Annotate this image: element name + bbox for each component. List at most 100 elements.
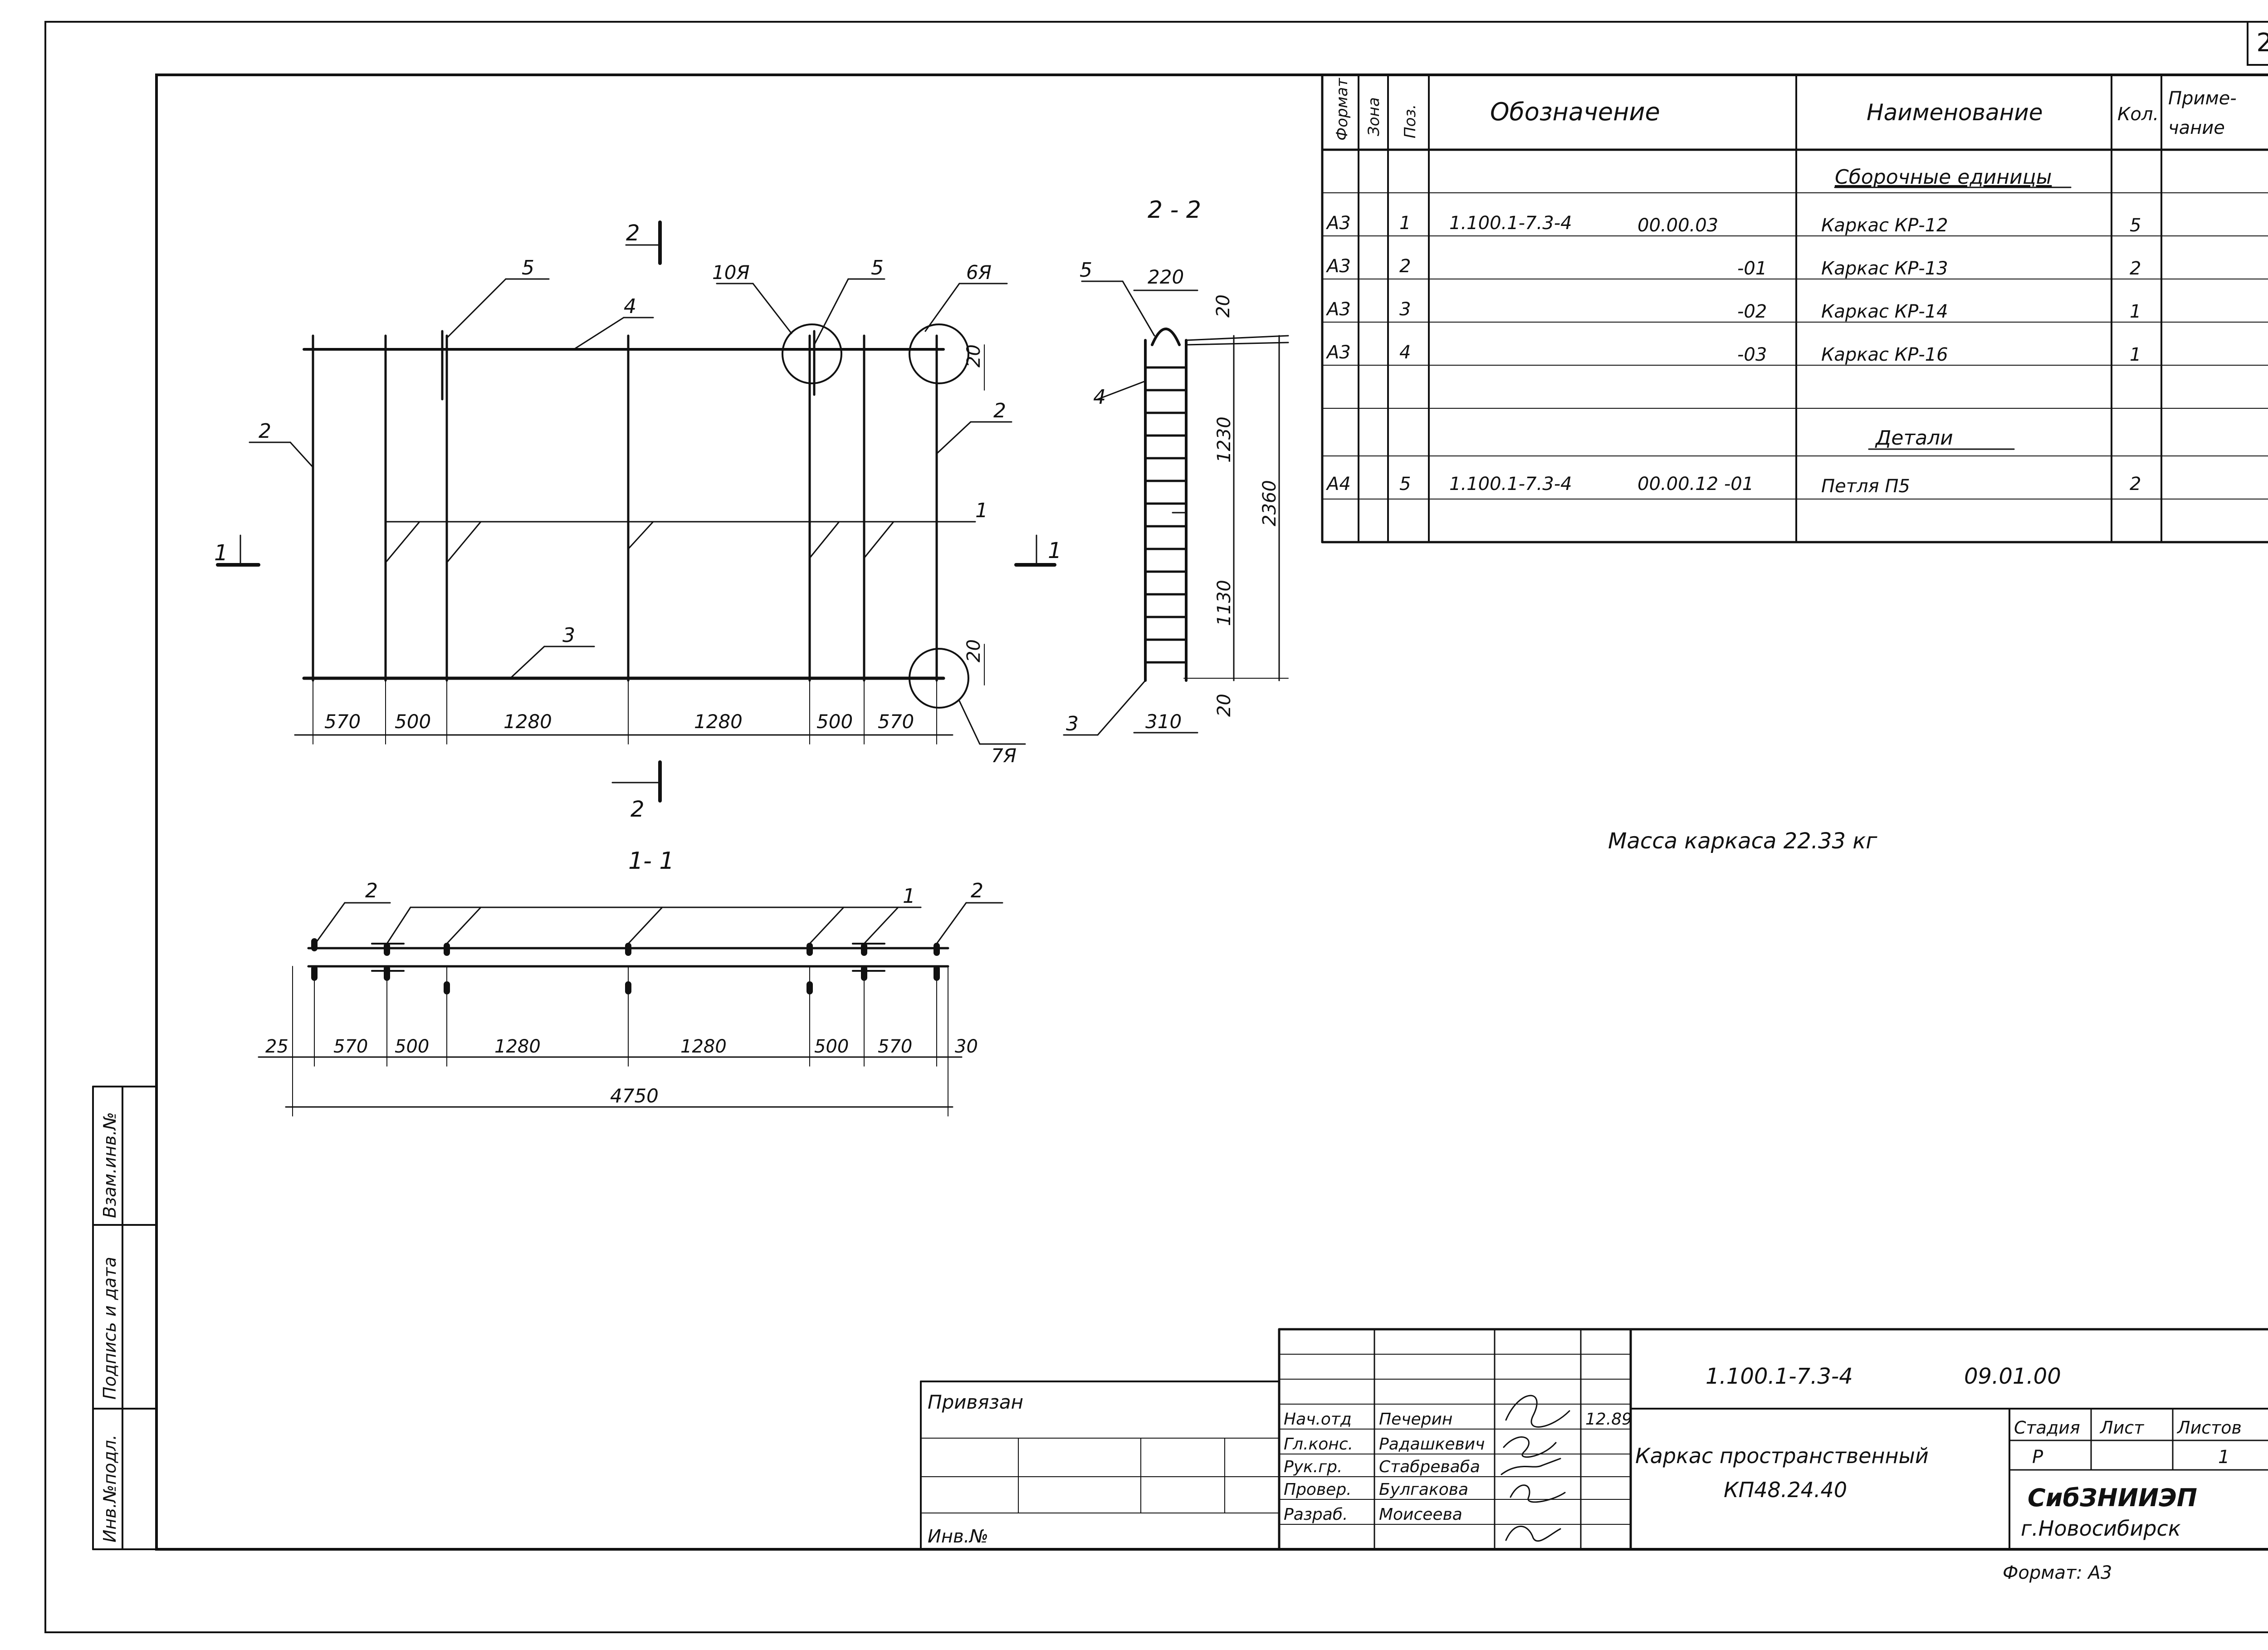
svg-text:00.00.03: 00.00.03	[1637, 215, 1718, 236]
svg-text:Петля П5: Петля П5	[1821, 476, 1910, 497]
section-label-1-right: 1	[1048, 538, 1062, 563]
title-stage-label: Стадия	[2014, 1418, 2080, 1438]
title-date: 12.89	[1585, 1410, 1632, 1429]
title-format: Формат: А3	[2003, 1562, 2112, 1583]
section22-rungs	[1144, 366, 1188, 664]
section22-bottom-dim: 310	[1145, 710, 1182, 733]
title-role: Разраб.	[1284, 1505, 1348, 1524]
section-label-2-bottom: 2	[631, 797, 645, 822]
dim-elev-1: 500	[395, 710, 431, 733]
svg-text:5: 5	[1399, 474, 1411, 495]
detail-circle-10	[782, 323, 842, 384]
title-inv-no: Инв.№	[928, 1526, 988, 1547]
spec-header-pos: Поз.	[1401, 104, 1419, 138]
spec-section-details: Детали	[1875, 426, 1953, 450]
title-drawing-line1: Каркас пространственный	[1635, 1444, 1929, 1468]
svg-text:Каркас КР-12: Каркас КР-12	[1821, 215, 1948, 236]
callout-2a-elev: 2	[259, 420, 271, 443]
spec-row: А3 4 -03 Каркас КР-16 1	[1325, 342, 2141, 365]
section11-callout-2b: 2	[971, 879, 983, 902]
svg-text:Каркас КР-16: Каркас КР-16	[1821, 344, 1948, 365]
section-1-1-view: 1- 1 2 1	[258, 847, 1003, 1116]
section-label-1-left: 1	[214, 540, 228, 566]
svg-text:Каркас КР-13: Каркас КР-13	[1821, 258, 1948, 279]
spec-header-name: Наименование	[1867, 99, 2043, 126]
title-sheets: 1	[2218, 1447, 2229, 1468]
title-person: Печерин	[1379, 1410, 1452, 1429]
svg-text:-03: -03	[1737, 344, 1767, 365]
callout-10-elev: 10Я	[712, 261, 750, 284]
signatures	[1501, 1395, 1570, 1542]
spec-header-zone: Зона	[1365, 97, 1383, 136]
spec-row: А3 3 -02 Каркас КР-14 1	[1325, 299, 2141, 322]
side-stamp: Инв.№подл. Подпись и дата Взам.инв.№	[92, 1086, 157, 1550]
section22-loop	[1151, 328, 1181, 346]
title-stage: Р	[2032, 1447, 2043, 1468]
callout-7-elev: 7Я	[991, 744, 1017, 767]
side-stamp-inv-podl: Инв.№подл.	[100, 1435, 120, 1542]
spec-section-assembly: Сборочные единицы	[1835, 166, 2052, 189]
section11-dim-4: 1280	[680, 1036, 727, 1057]
section11-title: 1- 1	[628, 847, 674, 875]
title-role: Рук.гр.	[1284, 1458, 1342, 1476]
section11-dim-6: 570	[878, 1036, 912, 1057]
title-sheet-label: Лист	[2099, 1418, 2145, 1438]
svg-text:А3: А3	[1325, 342, 1351, 363]
callout-3-elev: 3	[562, 624, 575, 647]
dim-elev-right-bottom: 20	[963, 639, 984, 662]
svg-text:1.100.1-7.3-4: 1.100.1-7.3-4	[1449, 474, 1572, 495]
svg-text:1.100.1-7.3-4: 1.100.1-7.3-4	[1449, 213, 1572, 234]
section22-vdim-0: 20	[1213, 294, 1234, 318]
spec-row: А3 2 -01 Каркас КР-13 2	[1325, 256, 2141, 279]
spec-row: А3 1 1.100.1-7.3-4 00.00.03 Каркас КР-12…	[1325, 213, 2141, 236]
spec-row: А4 5 1.100.1-7.3-4 00.00.12 -01 Петля П5…	[1325, 474, 2141, 497]
section11-dim-2: 500	[395, 1036, 429, 1057]
callout-2b-elev: 2	[993, 399, 1006, 422]
section22-callout-5: 5	[1080, 259, 1092, 282]
inner-frame	[155, 73, 2268, 1551]
callout-6-elev: 6Я	[966, 261, 992, 284]
dim-elev-right-top: 20	[963, 344, 984, 367]
title-city: г.Новосибирск	[2021, 1516, 2181, 1541]
detail-circle-6	[909, 323, 969, 384]
svg-text:3: 3	[1399, 299, 1411, 320]
title-role: Провер.	[1284, 1480, 1352, 1499]
svg-text:5: 5	[2130, 215, 2141, 236]
section22-vdim-2: 2360	[1259, 480, 1280, 526]
section11-dim-7: 30	[955, 1036, 978, 1057]
spec-header-designation: Обозначение	[1490, 98, 1660, 126]
callout-4-elev: 4	[624, 295, 636, 318]
svg-text:2: 2	[2130, 258, 2141, 279]
svg-text:А3: А3	[1325, 299, 1351, 320]
section11-dim-1: 570	[333, 1036, 368, 1057]
title-person: Булгакова	[1379, 1480, 1468, 1499]
title-privyazan: Привязан	[928, 1391, 1023, 1413]
svg-text:1: 1	[2130, 344, 2141, 365]
dim-elev-3: 1280	[694, 710, 743, 733]
callout-1-elev: 1	[975, 499, 988, 522]
mass-note: Масса каркаса 22.33 кг	[1608, 828, 1877, 854]
dim-elev-4: 500	[816, 710, 853, 733]
dim-elev-5: 570	[878, 710, 914, 733]
section11-callout-1: 1	[903, 885, 915, 908]
elevation-view: 5 4 10Я 5 6Я 2 2 1 3 7Я 2 2 1 1 570 500 …	[214, 220, 1062, 822]
svg-text:-01: -01	[1737, 258, 1767, 279]
title-sheet-code: 09.01.00	[1964, 1364, 2061, 1389]
svg-text:2: 2	[2130, 474, 2141, 495]
section22-vdim-1: 1230	[1214, 416, 1235, 463]
title-person: Моисеева	[1379, 1505, 1462, 1524]
section22-callout-4: 4	[1093, 386, 1106, 409]
section-label-2-top: 2	[626, 220, 640, 246]
title-person: Стабреваба	[1379, 1458, 1480, 1476]
detail-circle-7	[909, 648, 969, 709]
section22-top-dim: 220	[1148, 266, 1184, 288]
spec-table: Формат Зона Поз. Обозначение Наименовани…	[1321, 73, 2268, 543]
svg-text:00.00.12 -01: 00.00.12 -01	[1637, 474, 1754, 495]
section11-dim-0: 25	[265, 1036, 288, 1057]
spec-header-note-2: чание	[2168, 118, 2225, 138]
svg-text:1: 1	[1399, 213, 1411, 234]
title-person: Радашкевич	[1379, 1435, 1485, 1454]
page-number-box	[2247, 21, 2268, 66]
section22-vdim-4: 20	[1214, 694, 1235, 717]
